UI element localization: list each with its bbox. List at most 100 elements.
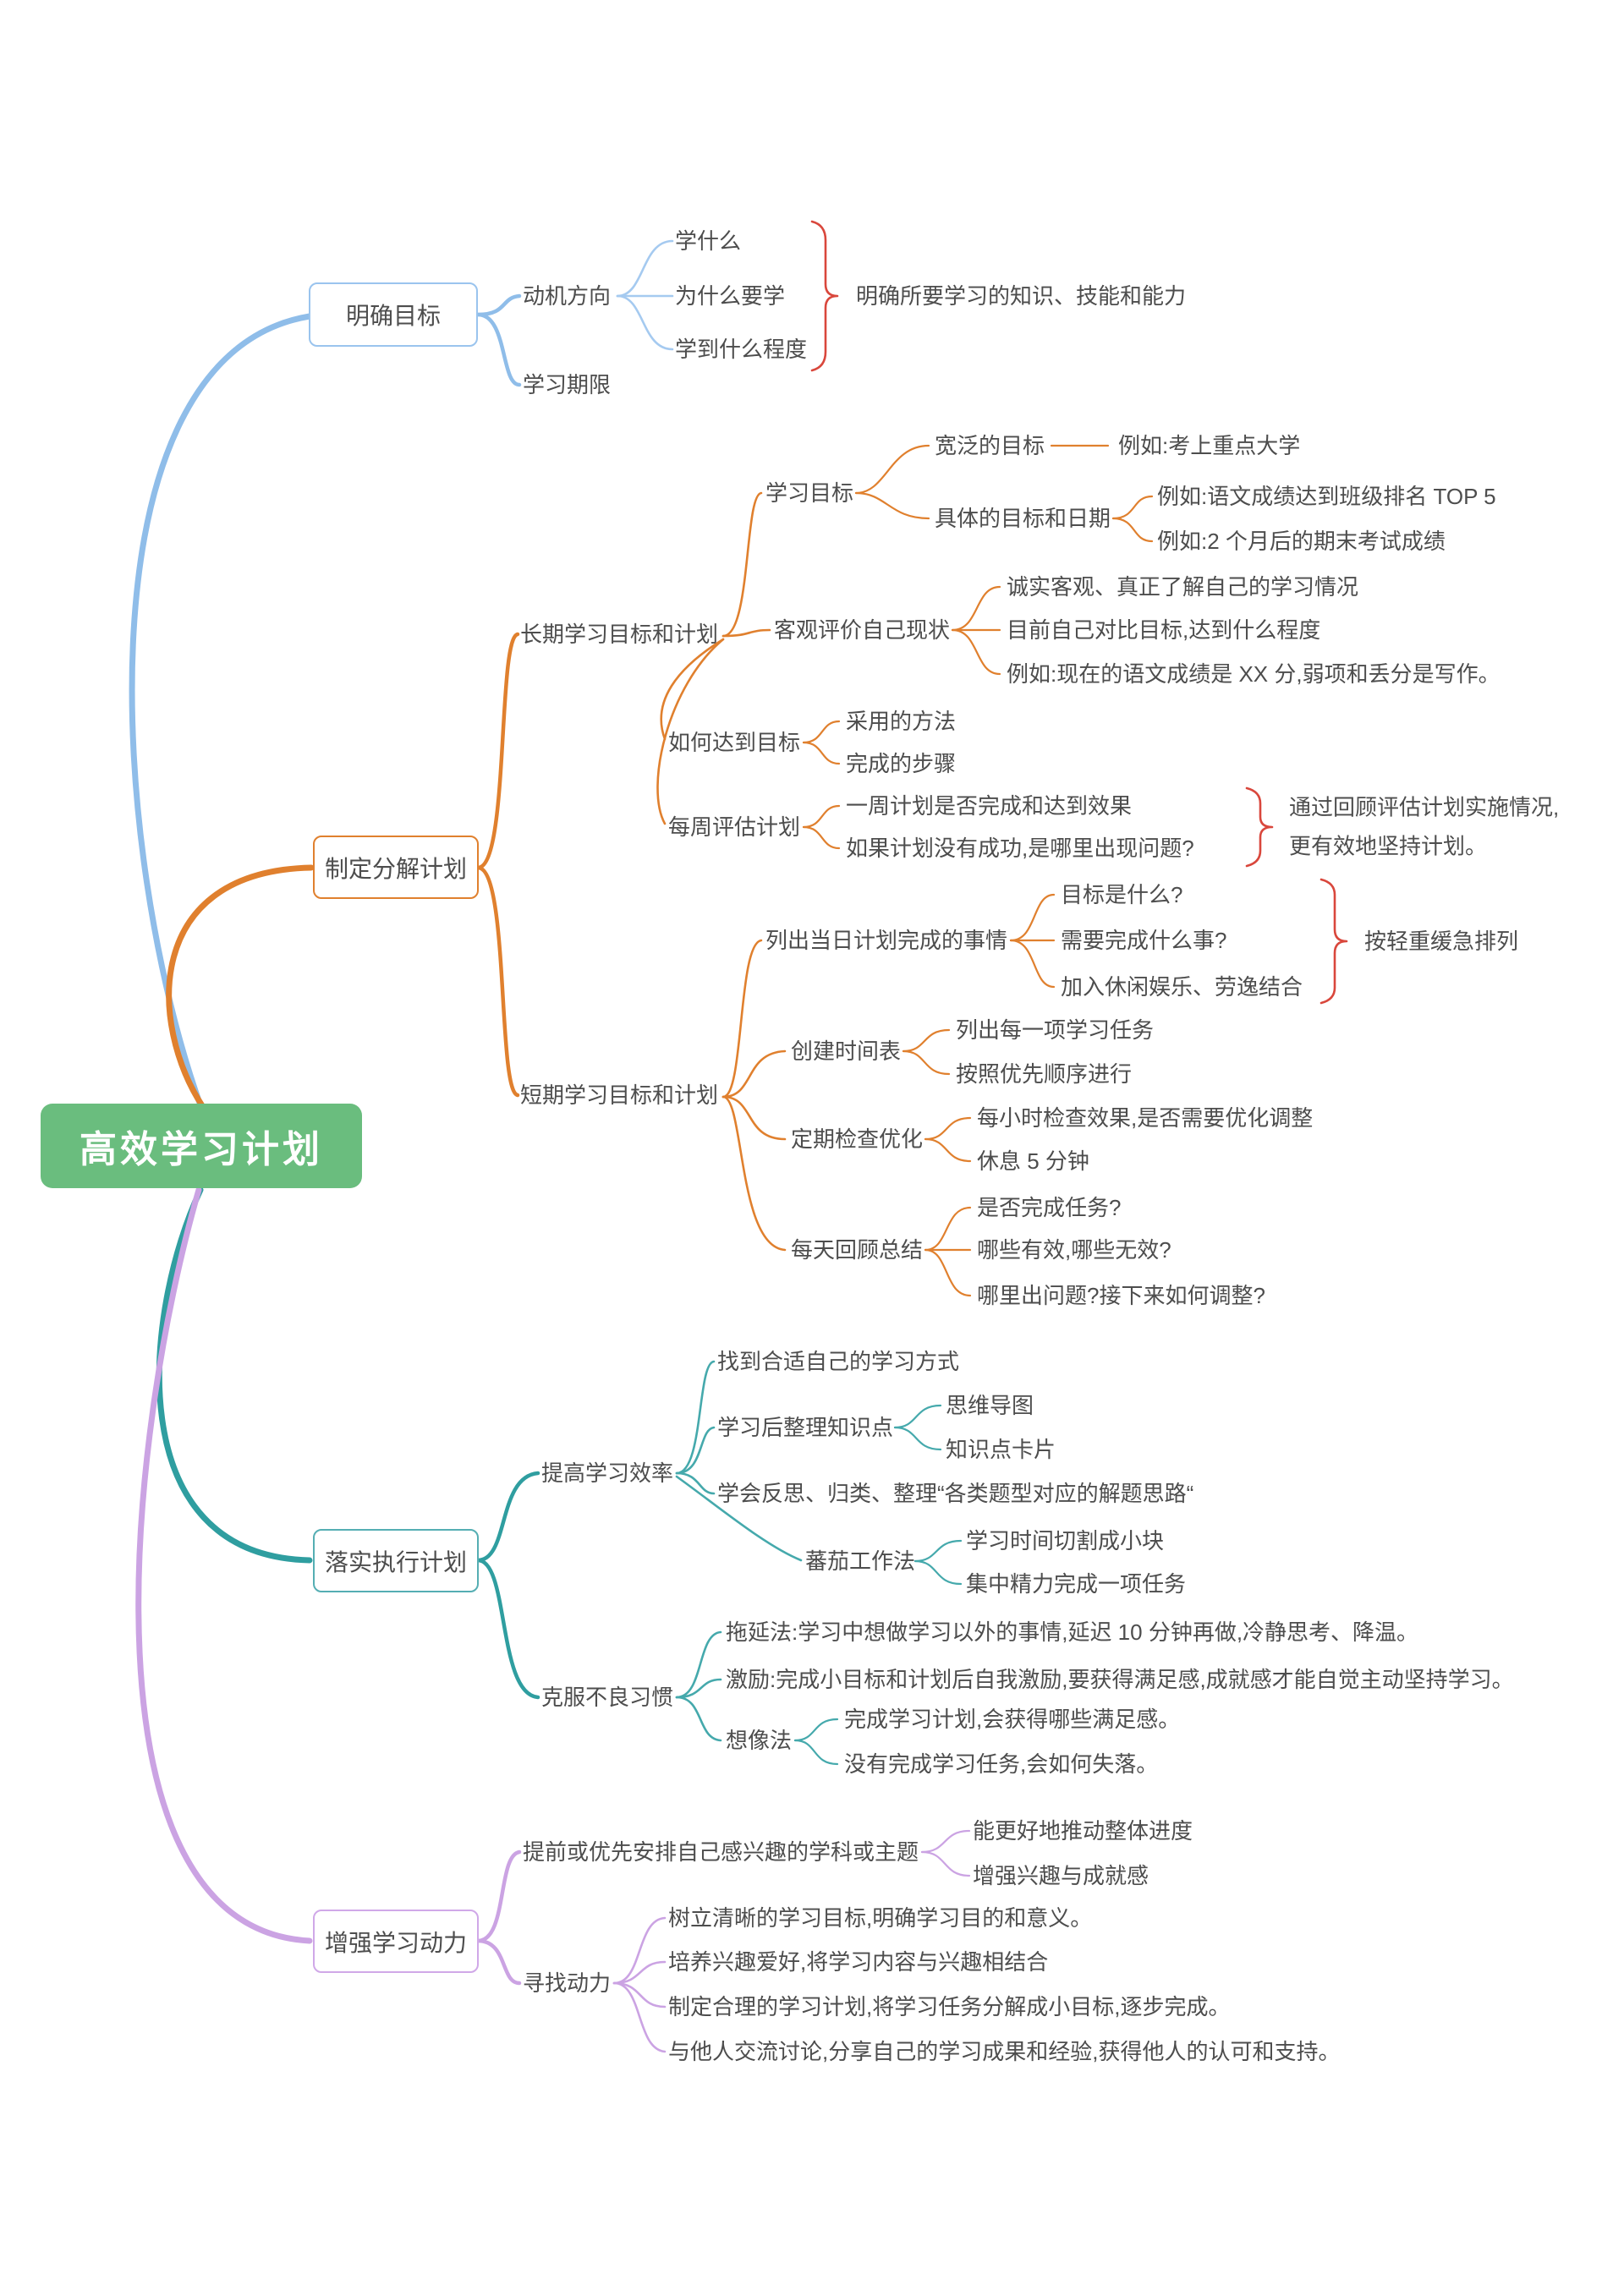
- link: [802, 804, 841, 829]
- node-broad-goal-example[interactable]: 例如:考上重点大学: [1118, 432, 1301, 458]
- node-weekly-item-1[interactable]: 一周计划是否完成和达到效果: [846, 792, 1133, 819]
- root-node[interactable]: 高效学习计划: [41, 1104, 362, 1188]
- node-incentive-method[interactable]: 激励:完成小目标和计划后自我激励,要获得满足感,成就感才能自觉主动坚持学习。: [726, 1666, 1514, 1692]
- node-shortterm-plan[interactable]: 短期学习目标和计划: [520, 1082, 719, 1108]
- node-summary-item-1[interactable]: 是否完成任务?: [977, 1194, 1122, 1220]
- link: [475, 1849, 522, 1943]
- note-priority-order[interactable]: 按轻重缓急排列: [1364, 928, 1519, 954]
- branch-trunks: [129, 313, 315, 1944]
- node-flashcards[interactable]: 知识点卡片: [946, 1436, 1056, 1462]
- node-improve-efficiency[interactable]: 提高学习效率: [541, 1460, 674, 1486]
- link: [924, 1116, 972, 1141]
- link: [721, 1095, 787, 1252]
- link: [893, 1426, 942, 1451]
- node-summary-item-3[interactable]: 哪里出问题?接下来如何调整?: [977, 1282, 1265, 1308]
- node-organize-knowledge[interactable]: 学习后整理知识点: [717, 1414, 894, 1440]
- node-daily-summary[interactable]: 每天回顾总结: [791, 1236, 924, 1263]
- node-mind-map[interactable]: 思维导图: [946, 1392, 1034, 1418]
- link: [924, 1248, 972, 1297]
- link: [951, 628, 1001, 676]
- trunk-purple: [135, 1186, 313, 1944]
- node-find-own-way[interactable]: 找到合适自己的学习方式: [717, 1348, 960, 1374]
- node-self-evaluation[interactable]: 客观评价自己现状: [774, 616, 951, 643]
- node-find-motivation[interactable]: 寻找动力: [523, 1970, 612, 1996]
- node-daily-item-3[interactable]: 加入休闲娱乐、劳逸结合: [1061, 973, 1303, 1000]
- node-reflect-categorize[interactable]: 学会反思、归类、整理“各类题型对应的解题思路“: [717, 1480, 1194, 1506]
- node-periodic-check[interactable]: 定期检查优化: [791, 1126, 924, 1152]
- node-create-schedule[interactable]: 创建时间表: [791, 1038, 902, 1064]
- node-summary-item-2[interactable]: 哪些有效,哪些无效?: [977, 1236, 1171, 1263]
- link: [675, 1475, 803, 1562]
- node-split-time[interactable]: 学习时间切割成小块: [966, 1527, 1165, 1553]
- brace-icon: [1245, 786, 1274, 868]
- node-eval-item-3[interactable]: 例如:现在的语文成绩是 XX 分,弱项和丢分是写作。: [1007, 660, 1501, 687]
- node-delay-method[interactable]: 拖延法:学习中想做学习以外的事情,延迟 10 分钟再做,冷静思考、降温。: [726, 1619, 1419, 1645]
- node-schedule-item-2[interactable]: 按照优先顺序进行: [956, 1060, 1133, 1087]
- node-why-learn[interactable]: 为什么要学: [675, 282, 786, 309]
- node-arrange-interest-first[interactable]: 提前或优先安排自己感兴趣的学科或主题: [523, 1838, 919, 1865]
- node-clarify-goals[interactable]: 明确目标: [309, 282, 478, 347]
- node-pomodoro[interactable]: 蕃茄工作法: [805, 1548, 916, 1574]
- link: [612, 1981, 667, 2053]
- link: [1009, 939, 1056, 989]
- node-daily-task-list[interactable]: 列出当日计划完成的事情: [765, 927, 1008, 953]
- link: [902, 1028, 951, 1053]
- link: [675, 1471, 716, 1495]
- link: [1009, 893, 1056, 942]
- node-learn-what[interactable]: 学什么: [675, 227, 742, 254]
- node-method[interactable]: 采用的方法: [846, 708, 957, 734]
- node-imagine-item-2[interactable]: 没有完成学习任务,会如何失落。: [844, 1751, 1159, 1777]
- node-motivation-item-2[interactable]: 培养兴趣爱好,将学习内容与兴趣相结合: [668, 1948, 1049, 1975]
- node-eval-item-2[interactable]: 目前自己对比目标,达到什么程度: [1007, 616, 1321, 643]
- link: [721, 628, 771, 638]
- node-daily-item-1[interactable]: 目标是什么?: [1061, 881, 1183, 907]
- node-daily-item-2[interactable]: 需要完成什么事?: [1061, 927, 1227, 953]
- link: [475, 293, 522, 317]
- link: [612, 1960, 667, 1985]
- link: [924, 1206, 972, 1252]
- node-execute-plan[interactable]: 落实执行计划: [313, 1529, 479, 1592]
- node-broad-goal[interactable]: 宽泛的目标: [935, 432, 1045, 458]
- node-boost-motivation[interactable]: 增强学习动力: [313, 1910, 479, 1973]
- link: [914, 1559, 963, 1586]
- node-imagine-method[interactable]: 想像法: [726, 1727, 793, 1753]
- branch1-links: [475, 239, 674, 387]
- node-weekly-review[interactable]: 每周评估计划: [668, 814, 801, 840]
- node-steps[interactable]: 完成的步骤: [846, 750, 957, 776]
- node-specific-example-1[interactable]: 例如:语文成绩达到班级排名 TOP 5: [1157, 483, 1496, 509]
- node-push-progress[interactable]: 能更好地推动整体进度: [973, 1817, 1193, 1844]
- node-motivation-item-3[interactable]: 制定合理的学习计划,将学习任务分解成小目标,逐步完成。: [668, 1993, 1231, 2019]
- node-check-item-2[interactable]: 休息 5 分钟: [977, 1148, 1089, 1174]
- node-eval-item-1[interactable]: 诚实客观、真正了解自己的学习情况: [1007, 573, 1359, 600]
- trunk-teal: [156, 1186, 313, 1564]
- link: [475, 865, 520, 1098]
- node-longterm-plan[interactable]: 长期学习目标和计划: [520, 621, 719, 647]
- node-study-deadline[interactable]: 学习期限: [523, 371, 612, 397]
- link: [902, 1049, 951, 1076]
- node-motivation-item-1[interactable]: 树立清晰的学习目标,明确学习目的和意义。: [668, 1904, 1093, 1931]
- node-overcome-bad-habits[interactable]: 克服不良习惯: [541, 1684, 674, 1710]
- node-study-goal[interactable]: 学习目标: [765, 479, 854, 506]
- node-make-breakdown-plan[interactable]: 制定分解计划: [313, 836, 479, 899]
- node-schedule-item-1[interactable]: 列出每一项学习任务: [956, 1016, 1155, 1043]
- node-enhance-interest[interactable]: 增强兴趣与成就感: [973, 1862, 1149, 1888]
- node-how-to-reach[interactable]: 如何达到目标: [668, 729, 801, 755]
- node-motivation-direction[interactable]: 动机方向: [523, 282, 612, 309]
- note-knowledge-skills[interactable]: 明确所要学习的知识、技能和能力: [856, 282, 1187, 309]
- link: [721, 491, 763, 638]
- link: [854, 444, 930, 495]
- brace-icon: [1320, 878, 1348, 1005]
- node-specific-example-2[interactable]: 例如:2 个月后的期末考试成绩: [1157, 528, 1446, 554]
- note-weekly-review[interactable]: 通过回顾评估计划实施情况,更有效地坚持计划。: [1289, 794, 1560, 859]
- link: [616, 294, 674, 351]
- node-focus-one-task[interactable]: 集中精力完成一项任务: [966, 1570, 1187, 1597]
- node-check-item-1[interactable]: 每小时检查效果,是否需要优化调整: [977, 1104, 1314, 1131]
- node-learn-degree[interactable]: 学到什么程度: [675, 336, 808, 362]
- node-motivation-item-4[interactable]: 与他人交流讨论,分享自己的学习成果和经验,获得他人的认可和支持。: [668, 2038, 1341, 2064]
- node-weekly-item-2[interactable]: 如果计划没有成功,是哪里出现问题?: [846, 835, 1194, 861]
- node-specific-goal[interactable]: 具体的目标和日期: [935, 505, 1111, 531]
- link: [914, 1539, 963, 1563]
- link: [475, 1471, 540, 1563]
- node-imagine-item-1[interactable]: 完成学习计划,会获得哪些满足感。: [844, 1706, 1181, 1732]
